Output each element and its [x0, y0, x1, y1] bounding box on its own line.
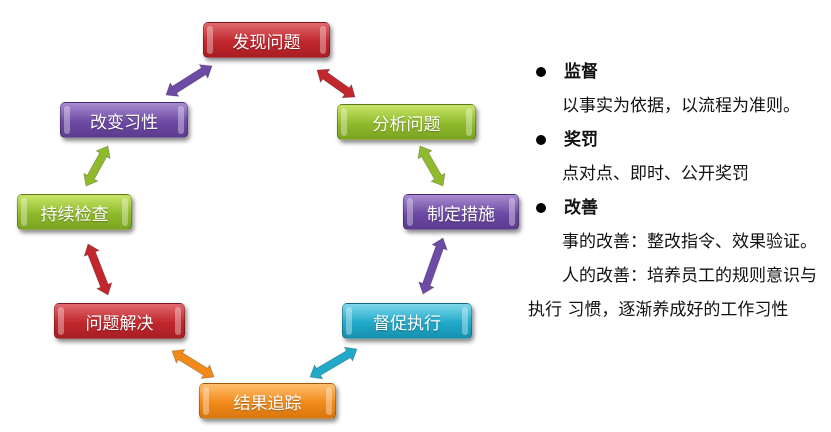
- node-solve-label: 问题解决: [85, 313, 154, 334]
- improvement-cycle-diagram: 发现问题 分析问题 制定措施 督促执行 结果追踪 问题解决 持续检查 改变习性: [17, 22, 519, 419]
- node-change-habit: 改变习性: [60, 102, 188, 138]
- node-continuous-check: 持续检查: [17, 194, 132, 230]
- arrow-measures-supervise: [418, 237, 448, 295]
- node-supervise-label: 督促执行: [373, 313, 441, 334]
- node-measures-label: 制定措施: [427, 204, 495, 225]
- arrow-discover-analyze: [316, 68, 356, 99]
- bullet-reward: 奖罚: [528, 123, 828, 157]
- arrow-analyze-measures: [417, 145, 446, 187]
- arrow-track-solve: [171, 349, 215, 379]
- node-track-label: 结果追踪: [233, 393, 302, 414]
- arrow-check-habit: [83, 145, 111, 187]
- bullet-dot-icon: [536, 203, 546, 213]
- bullet-dot-icon: [536, 135, 546, 145]
- cycle-arrows: [83, 64, 448, 380]
- arrow-habit-discover: [165, 64, 213, 97]
- node-habit-label: 改变习性: [90, 112, 158, 133]
- bullet-improvement-title: 改善: [564, 198, 598, 218]
- arrow-solve-check: [83, 243, 113, 296]
- improvement-person-text: 人的改善：培养员工的规则意识与执行 习惯，逐渐养成好的工作习性: [528, 266, 817, 320]
- node-discover-label: 发现问题: [232, 32, 301, 53]
- arrow-supervise-track: [309, 346, 358, 380]
- node-analyze-problem: 分析问题: [337, 104, 476, 140]
- bullet-reward-title: 奖罚: [564, 130, 598, 150]
- bullet-supervision: 监督: [528, 55, 828, 89]
- bullet-dot-icon: [536, 67, 546, 77]
- node-discover-problem: 发现问题: [203, 22, 330, 58]
- bullet-improvement: 改善: [528, 191, 828, 225]
- bullet-supervision-title: 监督: [564, 62, 598, 82]
- node-track-result: 结果追踪: [199, 383, 336, 419]
- node-make-measures: 制定措施: [403, 194, 519, 230]
- reward-text: 点对点、即时、公开奖罚: [562, 164, 749, 184]
- node-analyze-label: 分析问题: [372, 114, 441, 135]
- node-supervise-execution: 督促执行: [342, 303, 472, 339]
- node-check-label: 持续检查: [40, 204, 109, 225]
- node-problem-solved: 问题解决: [54, 303, 185, 339]
- supervision-text: 以事实为依据，以流程为准则。: [562, 96, 800, 116]
- notes-panel: 监督 以事实为依据，以流程为准则。 奖罚 点对点、即时、公开奖罚 改善 事的改善…: [528, 55, 828, 327]
- improvement-matter-text: 事的改善：整改指令、效果验证。: [562, 232, 817, 252]
